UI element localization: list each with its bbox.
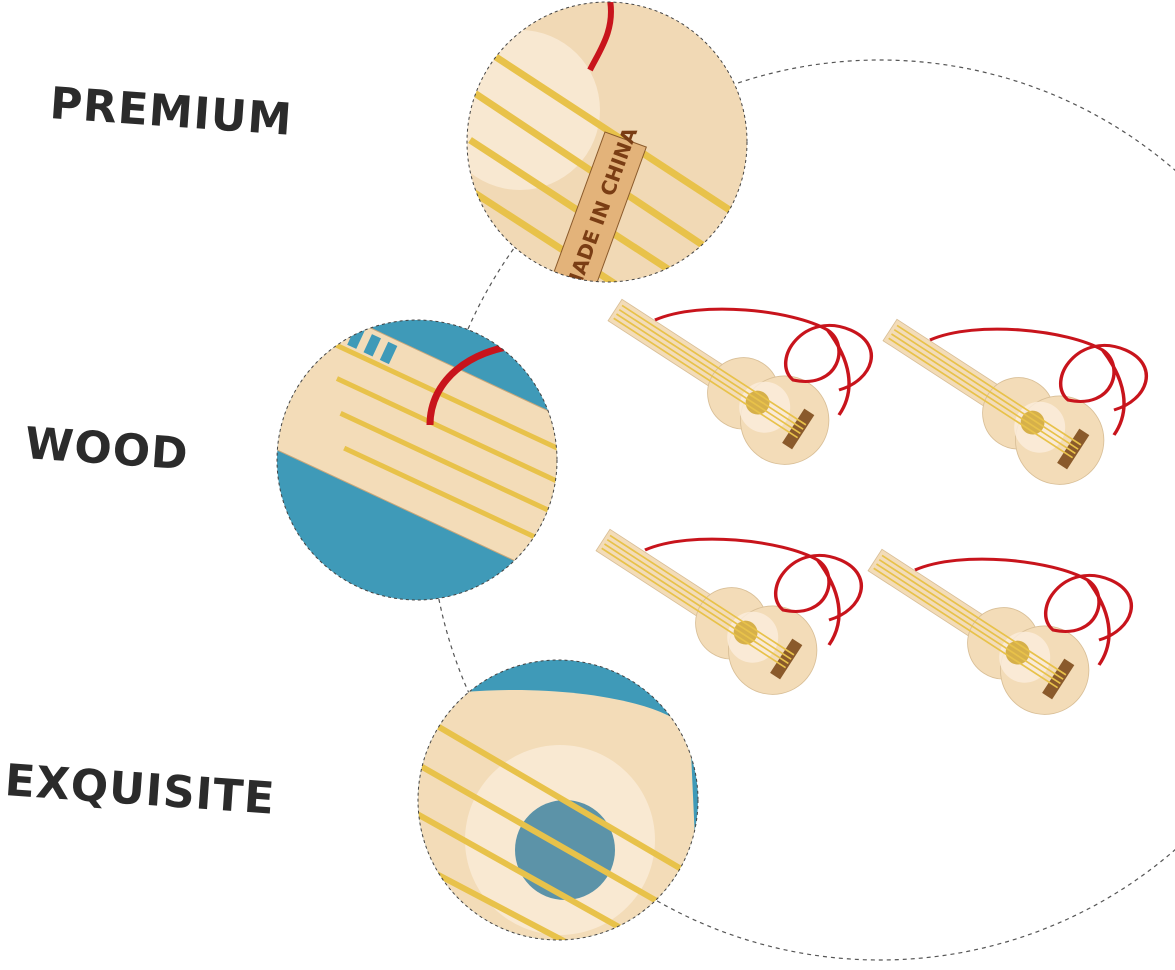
detail-circle-exquisite xyxy=(418,660,698,940)
guitar-4 xyxy=(850,522,1134,733)
guitar-1 xyxy=(590,272,874,483)
dashed-outline-circle xyxy=(429,59,1175,961)
detail-circle-wood xyxy=(277,320,557,600)
detail-circle-premium: MADE IN CHINA xyxy=(467,2,747,282)
guitar-2 xyxy=(865,292,1149,503)
